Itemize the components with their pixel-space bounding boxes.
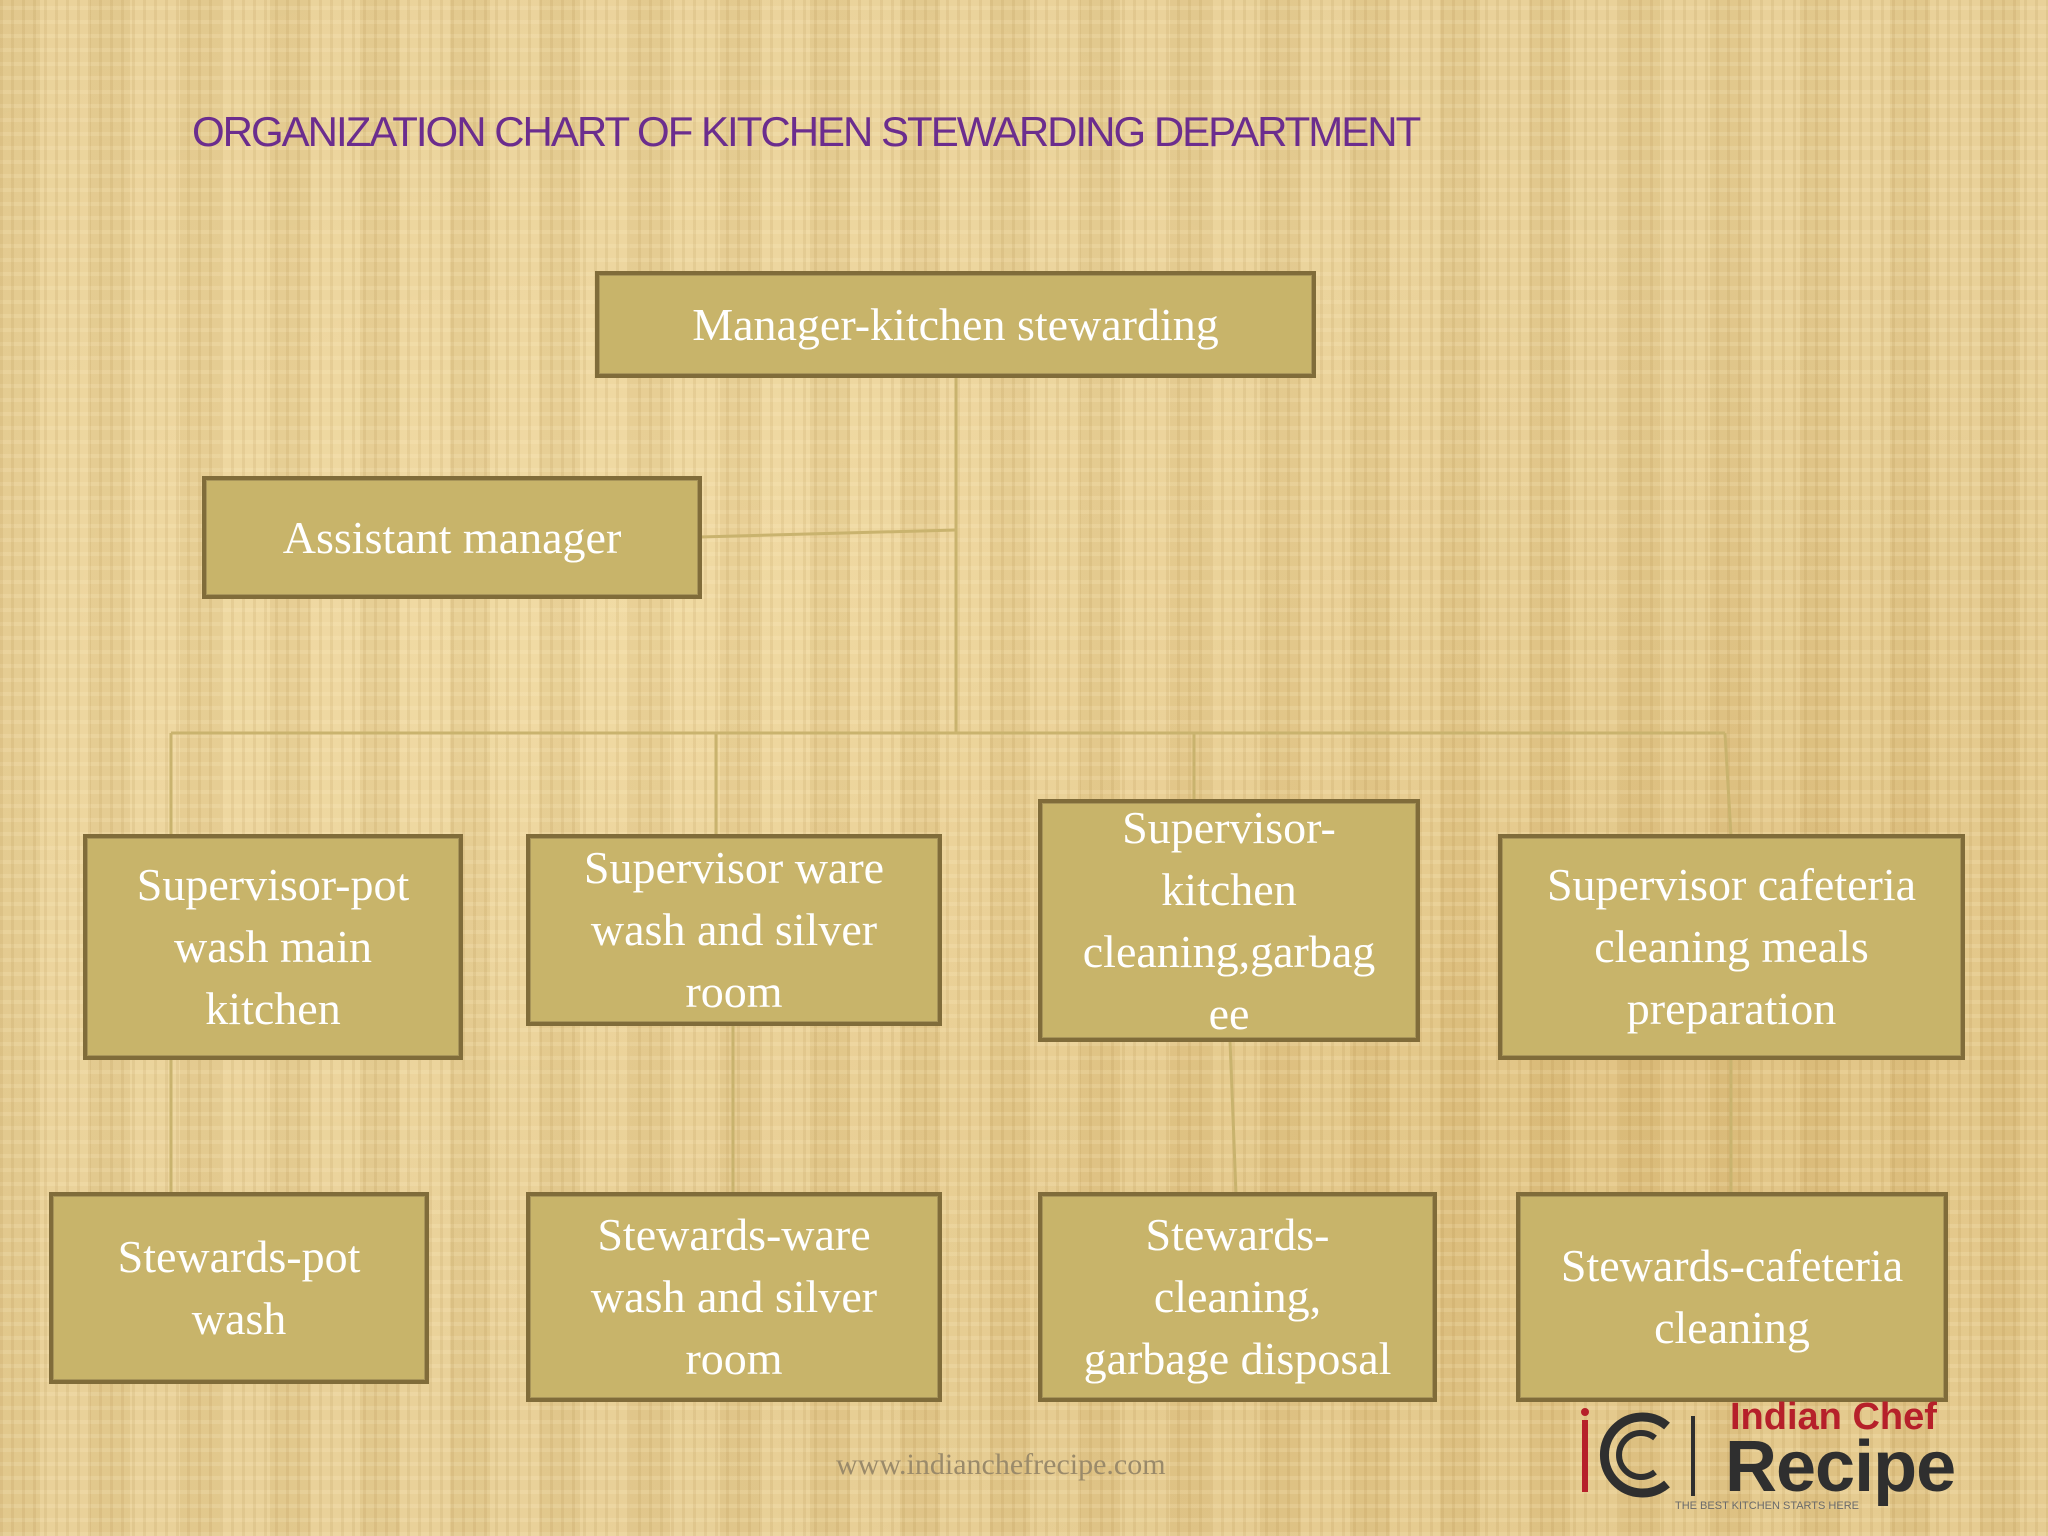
- box-text-line: kitchen: [1161, 863, 1297, 915]
- manager-box: Manager-kitchen stewarding: [595, 271, 1316, 378]
- box-text-line: garbage disposal: [1083, 1333, 1392, 1384]
- box-text-line: cleaning,garbag: [1082, 925, 1376, 977]
- footer-url[interactable]: www.indianchefrecipe.com: [836, 1448, 1166, 1481]
- logo-text-indian-chef: Indian Chef: [1730, 1396, 1937, 1438]
- box-text-line: Supervisor ware: [583, 842, 885, 893]
- box-text: Manager-kitchen stewarding: [692, 294, 1219, 356]
- supervisor-kitchen-cleaning-box: Supervisor-kitchen cleaning,garbag ee: [1038, 799, 1420, 1042]
- connector-assistant: [699, 528, 957, 539]
- box-text: Assistant manager: [283, 507, 622, 569]
- stewards-pot-wash-box: Stewards-pot wash: [49, 1192, 429, 1384]
- box-text-line: Supervisor cafeteria: [1546, 859, 1917, 910]
- box-text-line: Stewards-: [1145, 1209, 1330, 1260]
- chart-title: ORGANIZATION CHART OF KITCHEN STEWARDING…: [192, 108, 1421, 155]
- box-text-line: Supervisor-: [1122, 801, 1336, 853]
- box-text-line: cleaning,: [1153, 1271, 1322, 1322]
- box-text: Supervisor cafeteria cleaning meals prepar…: [1547, 854, 1916, 1040]
- box-text-line: Stewards-ware: [597, 1209, 871, 1260]
- chef-logo-icon: [1581, 1408, 1695, 1498]
- box-text-line: ee: [1208, 987, 1250, 1039]
- box-text: Supervisor-kitchen cleaning,garbag ee: [1083, 797, 1375, 1045]
- box-text-line: cleaning meals: [1594, 921, 1869, 972]
- connector-supervisor-4: [1723, 732, 1733, 837]
- box-text-line: wash and silver: [590, 904, 878, 955]
- supervisor-ware-wash-box: Supervisor ware wash and silver room: [526, 834, 942, 1026]
- assistant-manager-box: Assistant manager: [202, 476, 702, 599]
- box-text-line: Manager-kitchen stewarding: [692, 298, 1219, 350]
- box-text-line: wash main: [173, 921, 372, 972]
- box-text: Stewards-pot wash: [118, 1226, 361, 1350]
- supervisor-pot-wash-box: Supervisor-pot wash main kitchen: [83, 834, 463, 1060]
- supervisor-cafeteria-box: Supervisor cafeteria cleaning meals prepar…: [1498, 834, 1965, 1060]
- box-text-line: kitchen: [205, 983, 341, 1034]
- box-text-line: wash: [191, 1293, 287, 1344]
- stewards-cafeteria-box: Stewards-cafeteria cleaning: [1516, 1192, 1948, 1402]
- stewards-ware-wash-box: Stewards-ware wash and silver room: [526, 1192, 942, 1402]
- box-text-line: Stewards-cafeteria: [1560, 1240, 1904, 1291]
- box-text-line: room: [685, 1333, 783, 1384]
- box-text-line: Stewards-pot: [117, 1231, 361, 1282]
- box-text-line: cleaning: [1654, 1302, 1810, 1353]
- box-text-line: wash and silver: [590, 1271, 878, 1322]
- box-text-line: preparation: [1626, 983, 1837, 1034]
- connector-steward-3: [1228, 1039, 1238, 1195]
- logo-text-recipe: Recipe: [1725, 1427, 1956, 1507]
- box-text-line: Supervisor-pot: [136, 859, 410, 910]
- stewards-cleaning-box: Stewards-cleaning, garbage disposal: [1038, 1192, 1437, 1402]
- box-text: Stewards-cafeteria cleaning: [1561, 1235, 1903, 1359]
- box-text-line: room: [685, 966, 783, 1017]
- box-text-line: Assistant manager: [282, 511, 622, 563]
- box-text: Supervisor ware wash and silver room: [584, 837, 884, 1023]
- box-text: Stewards-cleaning, garbage disposal: [1084, 1204, 1392, 1390]
- box-text: Stewards-ware wash and silver room: [591, 1204, 877, 1390]
- logo-tagline: THE BEST KITCHEN STARTS HERE: [1675, 1500, 1859, 1512]
- box-text: Supervisor-pot wash main kitchen: [137, 854, 410, 1040]
- indian-chef-recipe-logo: Indian Chef Recipe THE BEST KITCHEN STAR…: [1575, 1396, 2015, 1518]
